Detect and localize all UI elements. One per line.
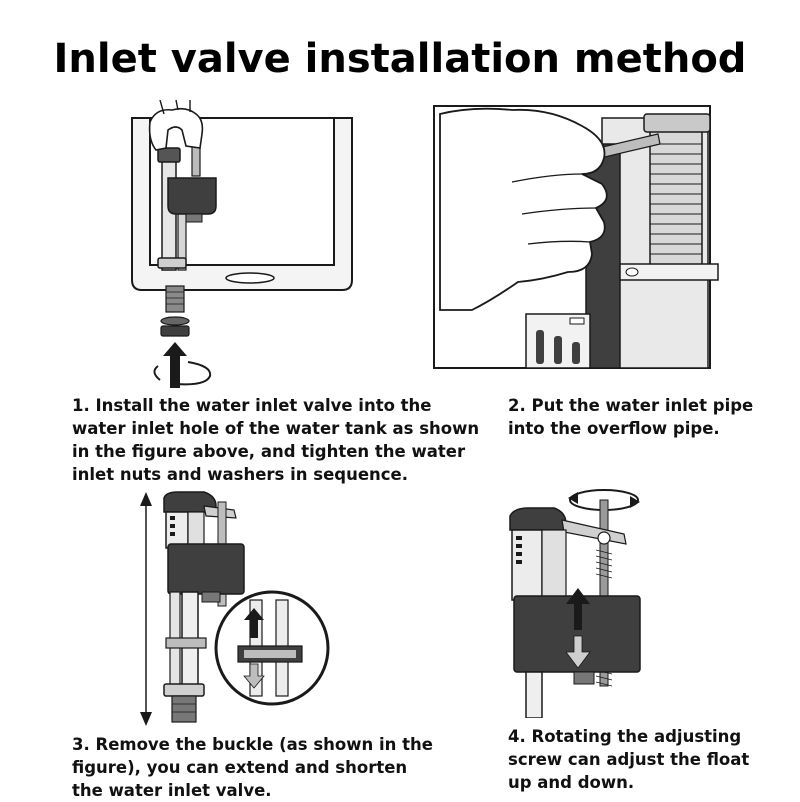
step-3-illustration <box>130 488 340 728</box>
tank-installation-drawing <box>131 100 353 388</box>
step-3-text: 3. Remove the buckle (as shown in the fi… <box>72 735 433 800</box>
page-title: Inlet valve installation method <box>53 36 747 82</box>
step-2-illustration <box>432 104 722 370</box>
step-4-text: 4. Rotating the adjusting screw can adju… <box>508 727 750 792</box>
height-adjust-drawing <box>140 491 330 726</box>
step-4-illustration <box>504 480 664 718</box>
step-1-illustration <box>120 100 370 390</box>
step-1-text: 1. Install the water inlet valve into th… <box>72 396 480 484</box>
float-adjust-drawing <box>509 489 641 718</box>
pipe-insertion-drawing <box>433 105 719 369</box>
step-2-text: 2. Put the water inlet pipe into the ove… <box>508 396 754 438</box>
